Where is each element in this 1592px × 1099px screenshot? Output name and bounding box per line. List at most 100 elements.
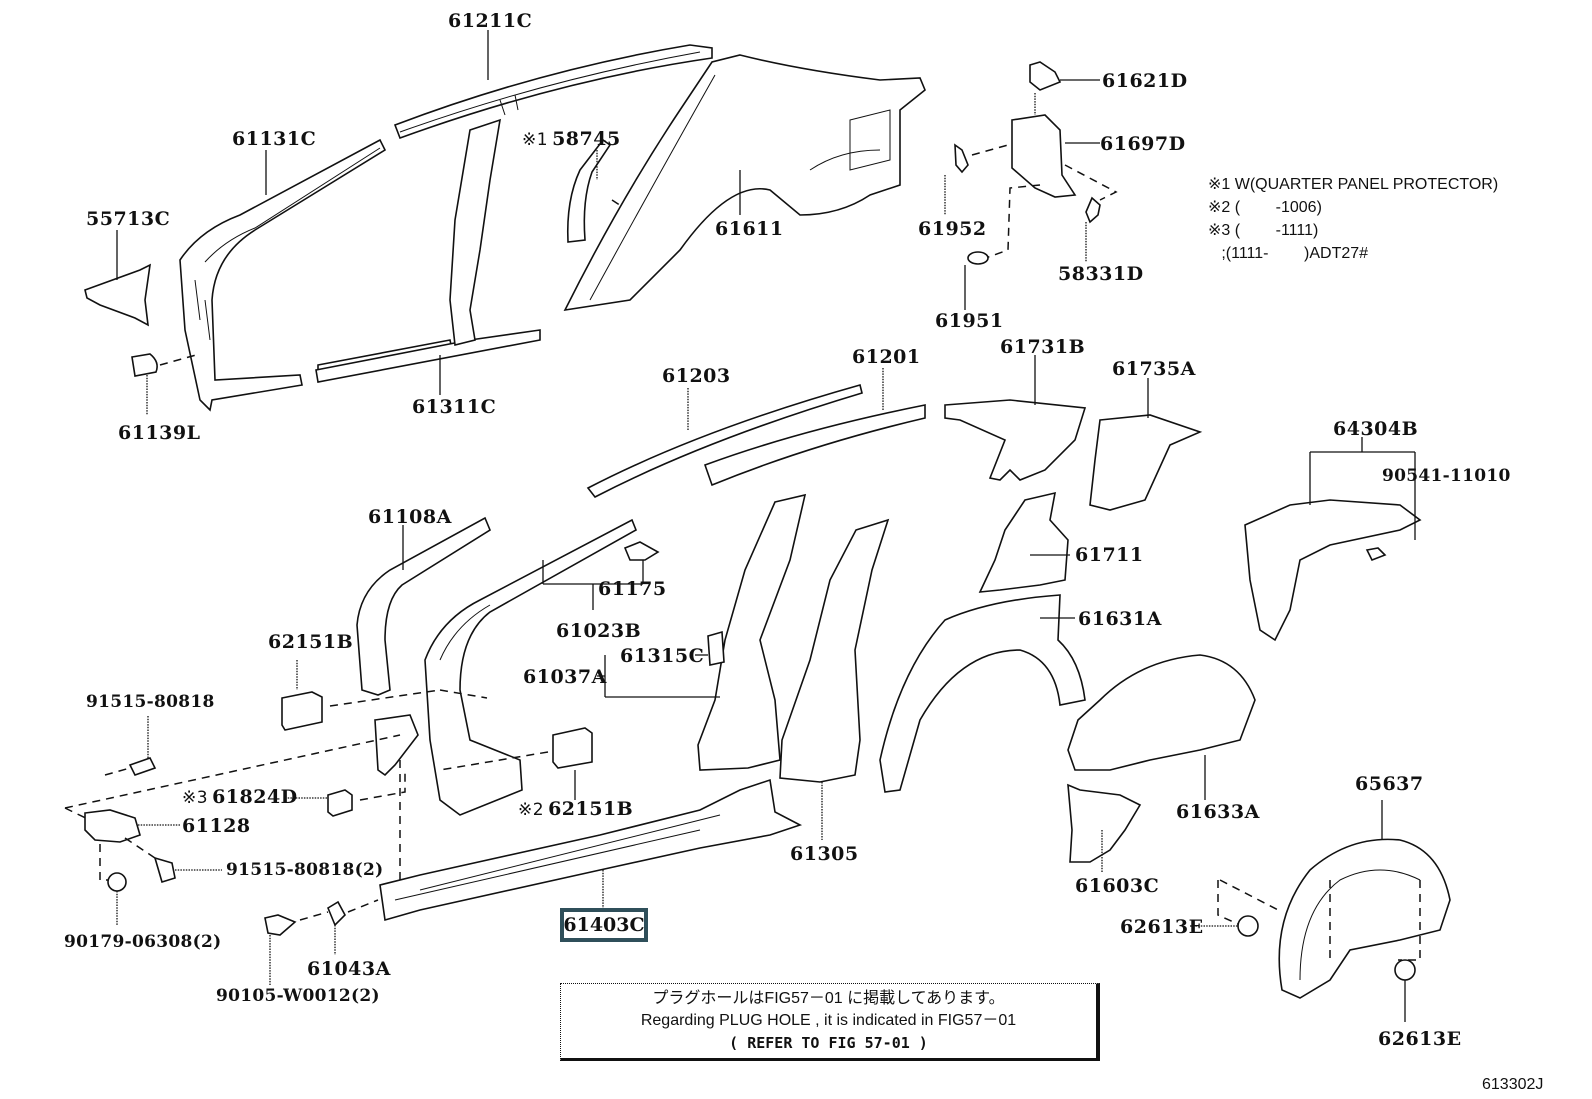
label-61621D[interactable]: 61621D [1102, 70, 1188, 92]
footnote-3-continued: ;(1111- )ADT27# [1208, 245, 1369, 262]
label-55713C[interactable]: 55713C [86, 208, 171, 230]
figure-code: 613302J [1482, 1076, 1544, 1093]
label-65637[interactable]: 65637 [1355, 773, 1424, 795]
label-58745-text: 58745 [552, 128, 621, 150]
part-61631A-shape[interactable] [879, 594, 1086, 793]
label-61633A[interactable]: 61633A [1176, 801, 1260, 823]
part-61711-shape[interactable] [978, 491, 1069, 593]
reference-link[interactable]: ( REFER TO FIG 57-01 ) [729, 1034, 928, 1052]
note-mark-2: ※2 [518, 800, 545, 820]
part-61633A-shape[interactable] [1067, 654, 1256, 771]
part-61023B-shape[interactable] [424, 518, 638, 816]
label-61175[interactable]: 61175 [598, 578, 667, 600]
label-90541-11010[interactable]: 90541-11010 [1382, 466, 1511, 486]
footnote-2: ※2 ( -1006) [1208, 199, 1322, 216]
part-61311C-shape[interactable] [315, 329, 541, 383]
label-61824D-text: 61824D [212, 786, 298, 808]
part-61735A-shape[interactable] [1089, 414, 1203, 511]
plug-hole-reference-box: プラグホールはFIG57－01 に掲載してあります。 Regarding PLU… [560, 983, 1100, 1061]
label-61603C[interactable]: 61603C [1075, 875, 1160, 897]
label-61731B[interactable]: 61731B [1000, 336, 1086, 358]
part-91515-b-shape[interactable] [153, 856, 176, 884]
part-61175-shape[interactable] [623, 541, 660, 561]
part-62613E-a-shape[interactable] [1237, 915, 1259, 937]
label-61403C-highlighted[interactable]: 61403C [560, 908, 648, 942]
label-61128[interactable]: 61128 [182, 815, 251, 837]
reference-line-japanese: プラグホールはFIG57－01 に掲載してあります。 [652, 990, 1005, 1007]
label-61315C[interactable]: 61315C [620, 645, 705, 667]
part-61037A-shape[interactable] [697, 493, 807, 771]
part-61043A-shape[interactable] [326, 900, 346, 927]
label-61139L[interactable]: 61139L [118, 422, 201, 444]
footnote-3: ※3 ( -1111) [1208, 222, 1319, 239]
part-61403C-shape[interactable] [379, 778, 803, 922]
part-90105-shape[interactable] [264, 914, 297, 936]
label-62151B-b-text: 62151B [548, 798, 634, 820]
label-61952[interactable]: 61952 [918, 218, 987, 240]
part-90179-shape[interactable] [107, 872, 127, 892]
label-91515-80818-2[interactable]: 91515-80818(2) [226, 860, 384, 880]
footnote-legend: ※1 W(QUARTER PANEL PROTECTOR) ※2 ( -1006… [1208, 173, 1498, 265]
label-64304B[interactable]: 64304B [1333, 418, 1419, 440]
part-61611-shape[interactable] [563, 54, 926, 312]
label-61023B[interactable]: 61023B [556, 620, 642, 642]
label-61037A[interactable]: 61037A [523, 666, 607, 688]
label-61108A[interactable]: 61108A [368, 506, 452, 528]
part-62151B-a-shape[interactable] [281, 691, 323, 731]
reference-line-english: Regarding PLUG HOLE , it is indicated in… [640, 1012, 1017, 1029]
label-62613E-a[interactable]: 62613E [1120, 916, 1204, 938]
label-61305[interactable]: 61305 [790, 843, 859, 865]
label-61311C[interactable]: 61311C [412, 396, 497, 418]
label-61043A[interactable]: 61043A [307, 958, 391, 980]
label-61131C[interactable]: 61131C [232, 128, 317, 150]
part-55713C-shape[interactable] [84, 263, 152, 327]
label-61631A[interactable]: 61631A [1078, 608, 1162, 630]
part-61603C-shape[interactable] [1067, 783, 1142, 863]
label-61611[interactable]: 61611 [715, 218, 784, 240]
part-61139L-shape[interactable] [131, 353, 158, 377]
label-62151B-a[interactable]: 62151B [268, 631, 354, 653]
part-center-pillar-top [449, 118, 502, 346]
label-90105-W0012-2[interactable]: 90105-W0012(2) [216, 986, 380, 1006]
part-61952-shape[interactable] [954, 143, 969, 174]
part-61697D-shape[interactable] [1011, 114, 1077, 198]
part-61203-shape[interactable] [586, 384, 863, 499]
part-61305-shape[interactable] [779, 518, 890, 783]
footnote-1: ※1 W(QUARTER PANEL PROTECTOR) [1208, 176, 1499, 193]
label-61211C[interactable]: 61211C [448, 10, 533, 32]
part-58745-shape[interactable] [566, 138, 612, 243]
part-62613E-b-shape[interactable] [1394, 959, 1416, 981]
part-61731B-shape[interactable] [944, 399, 1087, 481]
part-91515-a-shape[interactable] [128, 757, 157, 776]
part-61201-shape[interactable] [703, 404, 926, 487]
part-61621D-shape[interactable] [1029, 61, 1062, 91]
label-61201[interactable]: 61201 [852, 346, 921, 368]
note-mark-3: ※3 [182, 788, 209, 808]
part-61128-shape[interactable] [84, 809, 141, 843]
note-mark-1: ※1 [522, 130, 549, 150]
label-61951[interactable]: 61951 [935, 310, 1004, 332]
part-61315C-shape[interactable] [707, 630, 725, 666]
part-65637-shape[interactable] [1278, 838, 1451, 999]
label-61735A[interactable]: 61735A [1112, 358, 1196, 380]
label-61711[interactable]: 61711 [1075, 544, 1144, 566]
label-90179-06308-2[interactable]: 90179-06308(2) [64, 932, 222, 952]
leader-lines [116, 30, 1416, 1022]
part-61824D-shape[interactable] [327, 789, 353, 817]
part-61951-shape[interactable] [967, 251, 989, 265]
part-61211C-shape[interactable] [393, 44, 713, 140]
part-90541-shape[interactable] [1365, 547, 1387, 562]
part-61108A-shape[interactable] [356, 516, 491, 696]
label-61203[interactable]: 61203 [662, 365, 731, 387]
part-58331D-shape[interactable] [1085, 196, 1101, 224]
label-61697D[interactable]: 61697D [1100, 133, 1186, 155]
label-91515-80818[interactable]: 91515-80818 [86, 692, 215, 712]
part-64304B-shape[interactable] [1244, 499, 1422, 642]
label-58331D[interactable]: 58331D [1058, 263, 1144, 285]
label-62613E-b[interactable]: 62613E [1378, 1028, 1462, 1050]
part-62151B-b-shape[interactable] [552, 727, 593, 769]
